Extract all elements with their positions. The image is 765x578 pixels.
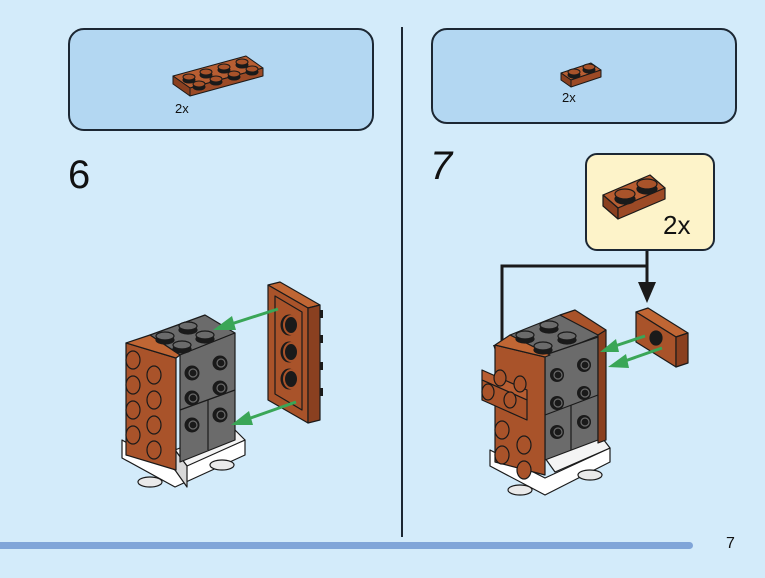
arrow-down-icon [638,282,656,303]
part-quantity: 2x [562,90,576,105]
step-7-parts-list: 2x [431,28,737,124]
plate-1x2-icon [560,62,602,88]
step-number: 7 [430,144,453,188]
step-number: 6 [68,153,91,197]
step-divider [401,27,403,537]
plate-1x4-part [267,281,321,424]
callout-pointer-lines [500,251,649,350]
page-number: 7 [726,535,735,552]
assembly-arrow-icon [231,400,297,425]
sub-parts-callout: 2x [585,153,715,251]
step-6-parts-list: 2x [68,28,374,131]
part-quantity: 2x [175,101,189,116]
plate-1x2-part [635,307,689,368]
assembly-arrow-icon [213,307,279,330]
footer-bar [0,542,693,549]
assembly-arrow-icon [600,334,646,352]
plate-1x2-icon [602,174,666,220]
callout-quantity: 2x [663,210,691,240]
plate-2x4-icon [172,55,264,97]
assembly-arrow-icon [608,346,663,368]
